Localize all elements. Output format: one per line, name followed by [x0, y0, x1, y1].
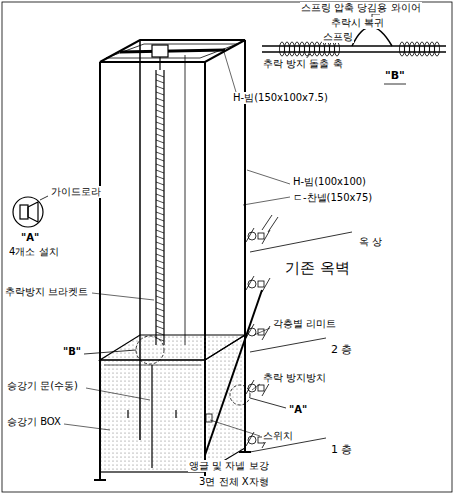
part-label: 승강기 BOX	[6, 416, 62, 428]
part-label: 앵글 및 자넬 보강	[188, 460, 270, 472]
part-label: 승강기 문(수동)	[6, 380, 79, 392]
part-label: 스위치	[262, 430, 294, 442]
part-label: "A"	[288, 404, 308, 416]
part-label: 3면 전체 X자형	[198, 476, 270, 488]
part-label: 기존 옥벽	[284, 260, 351, 277]
part-label: H-빔(150x100x7.5)	[232, 92, 329, 104]
part-label: 각층별 리미트	[272, 318, 337, 330]
part-label: 옥 상	[358, 236, 383, 248]
part-label: 추락시 복귀	[330, 17, 385, 29]
part-label: "A"	[20, 232, 40, 244]
part-label: 2 층	[330, 344, 354, 357]
part-label: "B"	[62, 346, 82, 358]
part-label: 1 층	[330, 444, 354, 457]
part-label: 추락방지 브라켓트	[4, 286, 89, 298]
part-label: 스프링	[322, 31, 354, 43]
part-label: 스프링 압축 당김용 와이어	[300, 2, 422, 14]
part-label: ㄷ-찬넬(150x75)	[292, 192, 373, 204]
part-label: 추락 방지 돌출 축	[262, 58, 344, 70]
part-label: 가이드로라	[50, 186, 102, 198]
part-label: "B"	[384, 70, 406, 83]
part-label: 4개소 설치	[8, 246, 60, 258]
part-label: H-빔(100x100)	[292, 176, 367, 188]
part-label: 추락 방지방치	[262, 372, 327, 384]
